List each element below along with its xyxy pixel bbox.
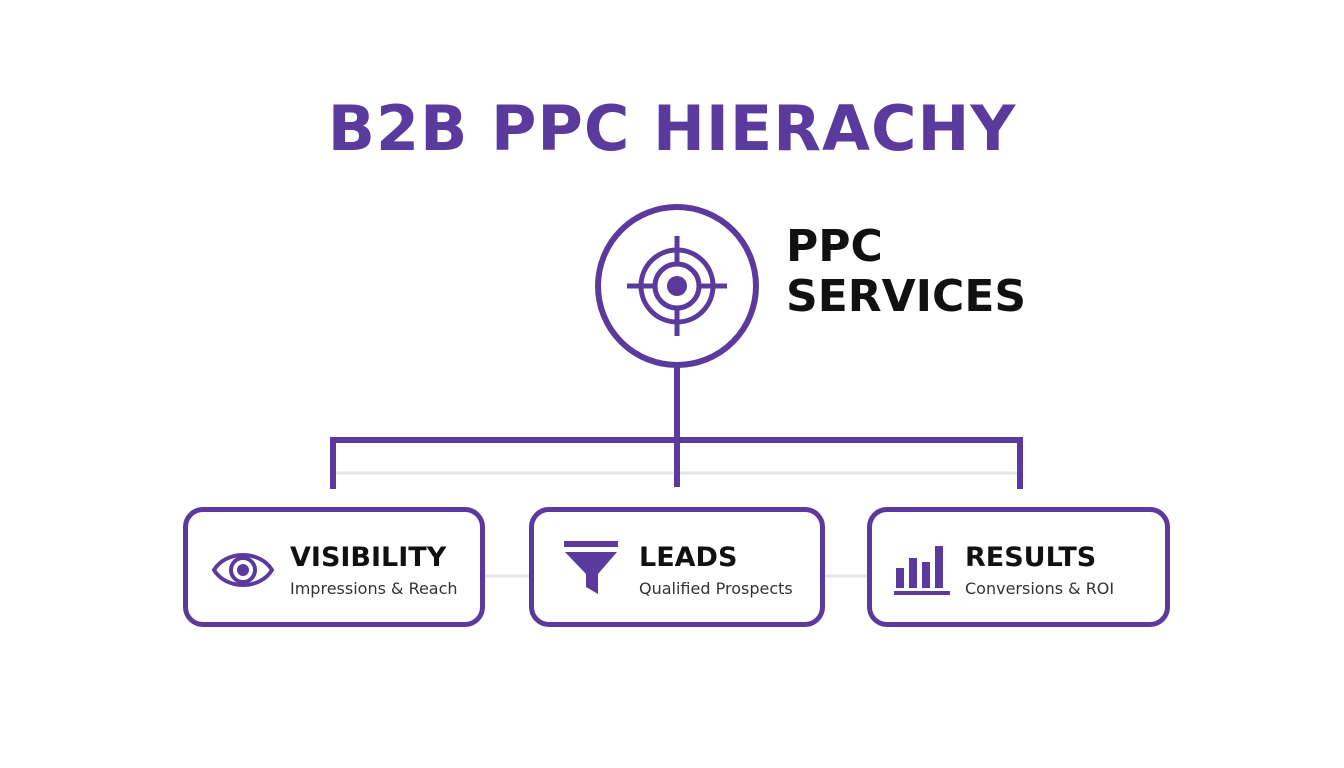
bar-chart-icon xyxy=(894,546,950,595)
root-label-line1: PPC xyxy=(786,221,883,272)
child-title-leads: LEADS xyxy=(639,542,738,573)
child-card-visibility: VISIBILITY Impressions & Reach xyxy=(183,507,485,627)
target-icon xyxy=(627,236,727,336)
child-title-results: RESULTS xyxy=(965,542,1097,573)
child-title-visibility: VISIBILITY xyxy=(290,542,447,573)
child-subtitle-visibility: Impressions & Reach xyxy=(290,579,458,598)
eye-icon xyxy=(211,553,275,587)
root-label: PPC SERVICES xyxy=(786,222,1026,322)
target-center-dot xyxy=(667,276,687,296)
child-card-results: RESULTS Conversions & ROI xyxy=(867,507,1170,627)
child-card-leads: LEADS Qualified Prospects xyxy=(529,507,825,627)
child-subtitle-leads: Qualified Prospects xyxy=(639,579,793,598)
child-subtitle-results: Conversions & ROI xyxy=(965,579,1115,598)
funnel-icon xyxy=(564,541,618,594)
root-label-line2: SERVICES xyxy=(786,271,1027,322)
tree-lines xyxy=(330,365,1023,489)
diagram-title: B2B PPC HIERACHY xyxy=(327,92,1017,165)
